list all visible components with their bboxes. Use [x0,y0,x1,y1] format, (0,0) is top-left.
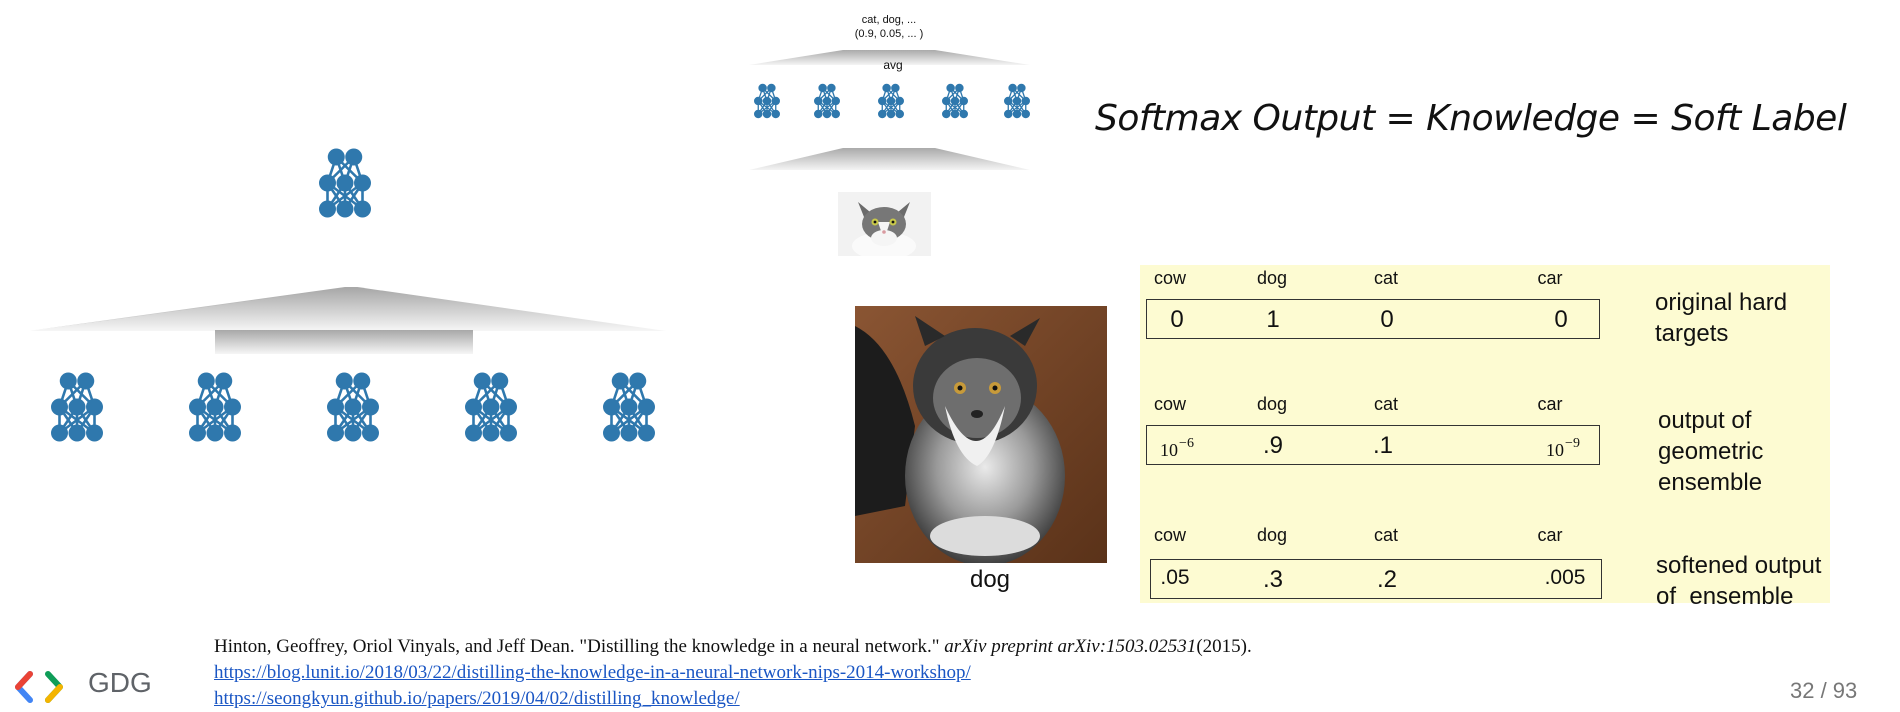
citation-text: Hinton, Geoffrey, Oriol Vinyals, and Jef… [214,636,1252,658]
column-header: cat [1373,268,1398,288]
row-label-line: targets [1655,320,1729,347]
value-cell: 0 [1554,306,1568,333]
row-label-line: geometric [1658,438,1764,465]
neural-network-icon [319,148,371,218]
neural-network-icon [327,372,379,442]
value-cell: .005 [1544,566,1586,589]
targets-panel: cow dog cat car 0 1 0 0 original hard ta… [1140,265,1830,610]
row-label-line: ensemble [1658,469,1763,496]
sci-base: 10 [1160,440,1179,460]
sci-exponent: −6 [1179,436,1194,451]
column-header: dog [1256,268,1288,288]
value-cell: .1 [1372,432,1393,459]
big-funnel-stem [215,330,473,354]
neural-network-icon [1004,83,1030,119]
column-header: cat [1373,394,1398,414]
column-header: car [1537,268,1563,288]
neural-network-icon [51,372,103,442]
small-ensemble-diagram [749,50,1030,170]
avg-funnel-shape [749,50,1030,65]
dog-photo [855,306,1107,563]
value-cell: .9 [1262,432,1283,459]
ensemble-output-row: cow dog cat car 10−6 .9 .1 10−9 output o… [1140,391,1830,501]
value-box: 0 1 0 0 [1146,299,1600,339]
big-ensemble-diagram [28,148,666,442]
neural-network-icon [189,372,241,442]
output-probs-text: (0.9, 0.05, ... ) [854,28,924,40]
citation-year: (2015). [1196,636,1252,657]
value-cell: 10−6 [1147,436,1207,461]
ensemble-output-label: cat, dog, ... (0.9, 0.05, ... ) [834,14,944,40]
row-label: softened output of ensemble [1656,550,1821,612]
column-header: cow [1153,268,1186,288]
citation-authors: Hinton, Geoffrey, Oriol Vinyals, and Jef… [214,636,945,657]
value-box: 10−6 .9 .1 10−9 [1146,425,1600,465]
small-network-group [754,83,1030,119]
neural-network-icon [603,372,655,442]
value-cell: 0 [1170,306,1184,333]
avg-label: avg [883,58,903,72]
input-funnel-shape [749,148,1030,170]
softened-output-row: cow dog cat car .05 .3 .2 .005 softened … [1140,522,1830,610]
sci-base: 10 [1546,440,1565,460]
value-cell: .2 [1376,566,1397,593]
sci-exponent: −9 [1565,436,1580,451]
row-label: original hard targets [1655,287,1787,349]
column-header: cow [1153,525,1186,545]
hard-targets-row: cow dog cat car 0 1 0 0 original hard ta… [1140,265,1830,375]
column-header: car [1537,525,1563,545]
value-box: .05 .3 .2 .005 [1150,559,1602,599]
page-number: 32 / 93 [1790,678,1858,703]
row-label-line: softened output [1656,552,1822,579]
column-header: dog [1256,525,1288,545]
big-funnel-top [30,288,666,331]
value-cell: 10−9 [1533,436,1593,461]
value-cell: 1 [1266,306,1280,333]
neural-network-icon [814,83,840,119]
slide-title: Softmax Output = Knowledge = Soft Label [1095,98,1847,139]
reference-link-lunit[interactable]: https://blog.lunit.io/2018/03/22/distill… [214,662,971,683]
big-network-group [51,148,655,442]
gdg-logo-text: GDG [88,667,152,698]
row-label: output of geometric ensemble [1658,405,1763,498]
citation-venue: arXiv preprint arXiv:1503.02531 [944,636,1197,657]
row-label-line: original hard [1655,289,1788,316]
row-label-line: output of [1658,407,1752,434]
dog-caption: dog [969,566,1011,593]
value-cell: 0 [1380,306,1394,333]
neural-network-icon [754,83,780,119]
gdg-logo-icon [15,671,63,703]
cat-photo [838,192,931,256]
neural-network-icon [465,372,517,442]
value-cell: .3 [1262,566,1283,593]
column-header: car [1537,394,1563,414]
output-classes-text: cat, dog, ... [861,14,917,26]
neural-network-icon [942,83,968,119]
neural-network-icon [878,83,904,119]
column-header: cat [1373,525,1398,545]
row-label-line: of ensemble [1656,583,1794,610]
column-header: cow [1153,394,1186,414]
reference-link-seongkyun[interactable]: https://seongkyun.github.io/papers/2019/… [214,688,740,709]
value-cell: .05 [1160,566,1190,589]
column-header: dog [1256,394,1288,414]
